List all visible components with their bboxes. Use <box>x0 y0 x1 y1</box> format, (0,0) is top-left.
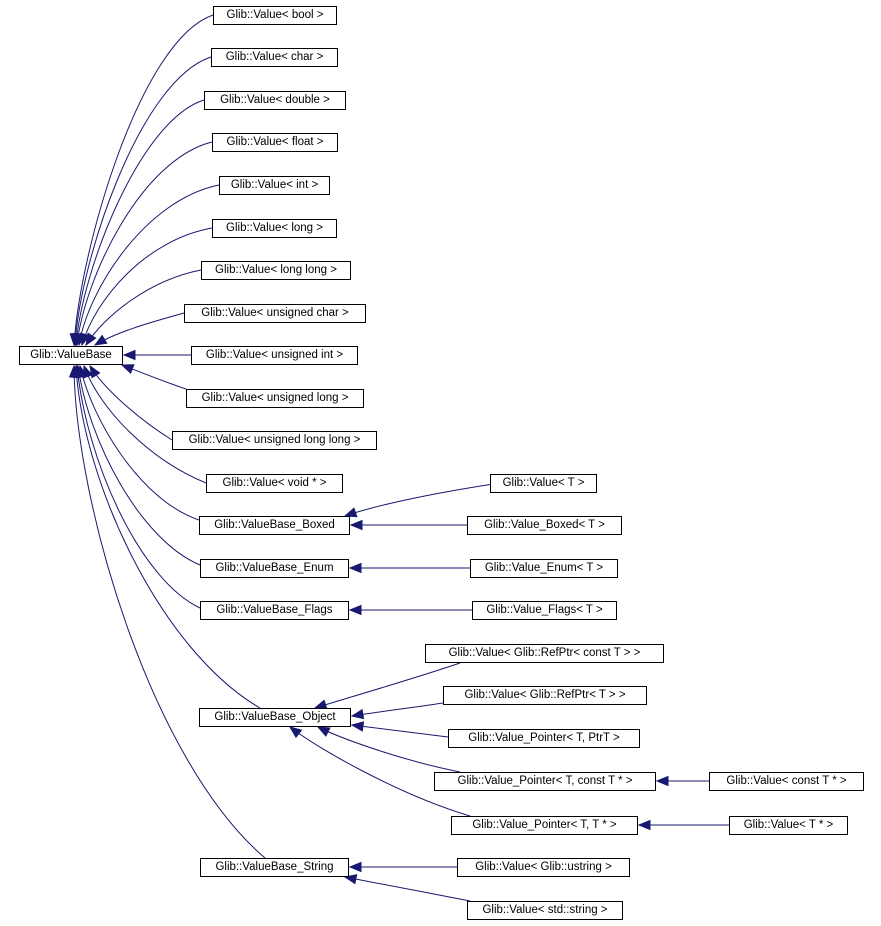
edge-tptr-object-arrowhead <box>288 726 303 739</box>
node-value-unsigned-int[interactable]: Glib::Value< unsigned int > <box>191 346 358 365</box>
edge-bool-base-line <box>73 14 214 346</box>
node-value-unsigned-long-long[interactable]: Glib::Value< unsigned long long > <box>172 431 377 450</box>
edge-valuet-boxed-arrowhead <box>343 507 358 518</box>
edge-refptrconst-object <box>313 662 461 710</box>
node-valuebase[interactable]: Glib::ValueBase <box>19 346 123 365</box>
node-value-bool[interactable]: Glib::Value< bool > <box>213 6 337 25</box>
edge-longlong-base-line <box>85 269 202 346</box>
node-value-unsigned-char[interactable]: Glib::Value< unsigned char > <box>184 304 366 323</box>
edge-string-base-line <box>73 365 266 859</box>
node-value-void-ptr[interactable]: Glib::Value< void * > <box>206 474 343 493</box>
edge-refptr-object-arrowhead <box>350 708 365 720</box>
edge-boxed-base-line <box>79 365 200 521</box>
edge-ptrt-object-arrowhead <box>350 721 365 732</box>
node-valuebase-enum[interactable]: Glib::ValueBase_Enum <box>200 559 349 578</box>
node-value-double[interactable]: Glib::Value< double > <box>204 91 346 110</box>
edge-boxedt-boxed-arrowhead <box>349 519 363 531</box>
edge-refptr-object-line <box>351 702 444 717</box>
node-value-int[interactable]: Glib::Value< int > <box>219 176 330 195</box>
edge-constptr-object-line <box>317 726 461 773</box>
edge-refptrconst-object-line <box>314 662 461 709</box>
edge-uchar-base <box>93 312 185 346</box>
node-value-unsigned-long[interactable]: Glib::Value< unsigned long > <box>186 389 364 408</box>
edge-ptrt-object-line <box>351 724 449 738</box>
node-value-std-string[interactable]: Glib::Value< std::string > <box>467 901 623 920</box>
node-value-flags-t[interactable]: Glib::Value_Flags< T > <box>472 601 617 620</box>
edge-stdstring-string <box>343 874 471 902</box>
node-value-long[interactable]: Glib::Value< long > <box>212 219 337 238</box>
node-value-char[interactable]: Glib::Value< char > <box>211 48 338 67</box>
edge-valuet-boxed-line <box>344 482 501 517</box>
edge-ustring-string-arrowhead <box>348 861 362 873</box>
node-value-t-ptr[interactable]: Glib::Value< T * > <box>729 816 848 835</box>
edge-flagst-flags-arrowhead <box>348 604 362 616</box>
edge-int-base-line <box>78 184 220 346</box>
edge-enumt-enum <box>348 562 470 574</box>
node-value-ustring[interactable]: Glib::Value< Glib::ustring > <box>457 858 630 877</box>
edge-boxedt-boxed <box>349 519 467 531</box>
edge-object-base-line <box>75 365 261 709</box>
edge-constptr-object <box>316 726 461 773</box>
edge-uint-base <box>122 349 191 361</box>
node-value-pointer-t-const-t-ptr[interactable]: Glib::Value_Pointer< T, const T * > <box>434 772 656 791</box>
node-value-refptr-t[interactable]: Glib::Value< Glib::RefPtr< T > > <box>443 686 647 705</box>
edge-ulong-base <box>120 364 187 390</box>
node-valuebase-string[interactable]: Glib::ValueBase_String <box>200 858 349 877</box>
edge-enumt-enum-arrowhead <box>348 562 362 574</box>
edge-ulonglong-base-line <box>89 365 173 441</box>
node-value-pointer-t-ptrt[interactable]: Glib::Value_Pointer< T, PtrT > <box>448 729 640 748</box>
edge-longlong-base-arrowhead <box>85 332 97 347</box>
edge-Tptr-pointer <box>637 819 729 831</box>
edge-stdstring-string-line <box>344 876 471 902</box>
edge-bool-base <box>69 14 214 347</box>
edge-Tptr-pointer-arrowhead <box>637 819 651 831</box>
edge-ulonglong-base-arrowhead <box>89 364 101 379</box>
node-value-pointer-t-t-ptr[interactable]: Glib::Value_Pointer< T, T * > <box>451 816 638 835</box>
edge-long-base-line <box>81 227 213 346</box>
edge-tptr-object <box>288 726 471 817</box>
edge-uchar-base-arrowhead <box>93 334 108 346</box>
edge-enum-base-line <box>77 365 201 566</box>
node-value-float[interactable]: Glib::Value< float > <box>212 133 338 152</box>
edge-flags-base-line <box>76 365 201 609</box>
edge-constT-pointer-arrowhead <box>655 775 669 787</box>
edge-flags-base <box>72 364 201 609</box>
edge-ptrt-object <box>350 721 449 738</box>
node-value-long-long[interactable]: Glib::Value< long long > <box>201 261 351 280</box>
edge-constptr-object-arrowhead <box>316 726 331 737</box>
edge-constT-pointer <box>655 775 709 787</box>
edge-uint-base-arrowhead <box>122 349 136 361</box>
edge-void-base <box>83 364 207 484</box>
node-value-enum-t[interactable]: Glib::Value_Enum< T > <box>470 559 618 578</box>
edge-valuet-boxed <box>343 482 501 518</box>
edge-refptr-object <box>350 702 444 720</box>
node-valuebase-boxed[interactable]: Glib::ValueBase_Boxed <box>199 516 350 535</box>
node-value-const-t-ptr[interactable]: Glib::Value< const T * > <box>709 772 864 791</box>
edge-enum-base <box>74 364 201 566</box>
edge-ulong-base-arrowhead <box>120 364 135 375</box>
edge-ustring-string <box>348 861 457 873</box>
node-value-refptr-const-t[interactable]: Glib::Value< Glib::RefPtr< const T > > <box>425 644 664 663</box>
edge-ulonglong-base <box>89 364 173 441</box>
edge-string-base-arrowhead <box>68 364 80 378</box>
edge-flagst-flags <box>348 604 472 616</box>
node-valuebase-object[interactable]: Glib::ValueBase_Object <box>199 708 351 727</box>
node-value-boxed-t[interactable]: Glib::Value_Boxed< T > <box>467 516 622 535</box>
edge-void-base-line <box>83 365 207 484</box>
edge-char-base-line <box>74 56 212 346</box>
edge-tptr-object-line <box>289 726 471 817</box>
edge-double-base-line <box>75 99 205 346</box>
edge-longlong-base <box>85 269 202 347</box>
edge-string-base <box>68 364 266 859</box>
node-value-t[interactable]: Glib::Value< T > <box>490 474 597 493</box>
edge-float-base-line <box>76 141 213 346</box>
node-valuebase-flags[interactable]: Glib::ValueBase_Flags <box>200 601 349 620</box>
